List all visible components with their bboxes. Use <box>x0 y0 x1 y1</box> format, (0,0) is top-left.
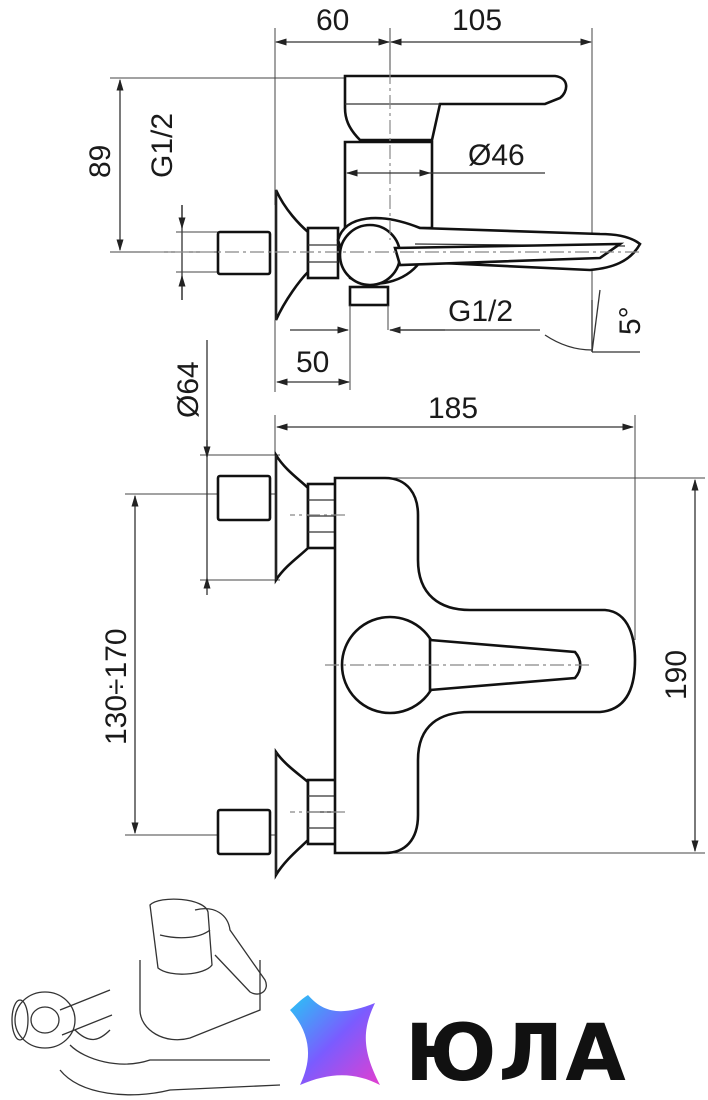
side-view: 60 105 89 G1/2 Ø46 G1/2 5° 50 <box>84 4 647 392</box>
brand-name: ЮЛА <box>405 1009 628 1099</box>
dim-46-label: Ø46 <box>468 139 525 172</box>
dim-130-170-label: 130÷170 <box>100 628 133 745</box>
dim-50-label: 50 <box>296 346 329 379</box>
dim-190-label: 190 <box>660 650 693 700</box>
angle-label: 5° <box>614 306 647 335</box>
front-view: Ø64 185 130÷170 190 <box>100 340 705 880</box>
thread-top-label: G1/2 <box>146 113 179 178</box>
dim-89-label: 89 <box>84 145 117 178</box>
dim-185-label: 185 <box>428 392 478 425</box>
dim-105-label: 105 <box>452 4 502 37</box>
faucet-perspective-sketch <box>11 898 281 1096</box>
brand-logo: ЮЛА <box>290 995 628 1099</box>
dim-64-label: Ø64 <box>172 361 205 418</box>
dim-60-label: 60 <box>316 4 349 37</box>
star-logo-icon <box>290 995 380 1085</box>
thread-bottom-label: G1/2 <box>448 295 513 328</box>
